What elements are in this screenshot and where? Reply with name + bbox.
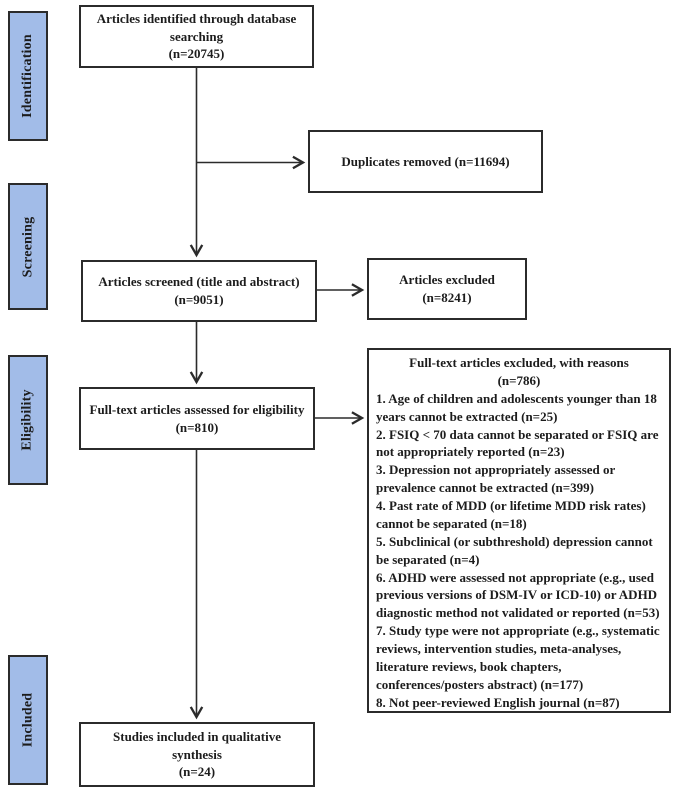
reason-item: 4. Past rate of MDD (or lifetime MDD ris… (376, 498, 646, 531)
box-articles-identified: Articles identified through database sea… (79, 5, 314, 68)
box-studies-included: Studies included in qualitative synthesi… (79, 722, 315, 787)
box-duplicates-removed: Duplicates removed (n=11694) (308, 130, 543, 193)
stage-included: Included (8, 655, 48, 785)
stage-identification-label: Identification (20, 34, 36, 118)
stage-eligibility: Eligibility (8, 355, 48, 485)
reason-item: 7. Study type were not appropriate (e.g.… (376, 623, 660, 692)
reason-item: 2. FSIQ < 70 data cannot be separated or… (376, 426, 659, 460)
stage-included-label: Included (20, 692, 36, 748)
stage-eligibility-label: Eligibility (20, 389, 36, 451)
reason-item: 5. Subclinical (or subthreshold) depress… (376, 533, 653, 567)
reason-item: 1. Age of children and adolescents young… (376, 390, 657, 424)
box-articles-excluded: Articles excluded (n=8241) (367, 258, 527, 320)
box-fulltext-assessed: Full-text articles assessed for eligibil… (79, 387, 315, 450)
reason-item: 3. Depression not appropriately assessed… (376, 462, 616, 496)
box-articles-screened: Articles screened (title and abstract) (… (81, 260, 317, 322)
stage-identification: Identification (8, 11, 48, 141)
reason-item: 6. ADHD were assessed not appropriate (e… (376, 569, 660, 621)
box-fulltext-excluded-reasons: Full-text articles excluded, with reason… (367, 348, 671, 713)
reasons-heading: Full-text articles excluded, with reason… (409, 355, 629, 388)
stage-screening: Screening (8, 183, 48, 310)
stage-screening-label: Screening (20, 216, 35, 277)
reason-item: 8. Not peer-reviewed English journal (n=… (376, 694, 620, 710)
